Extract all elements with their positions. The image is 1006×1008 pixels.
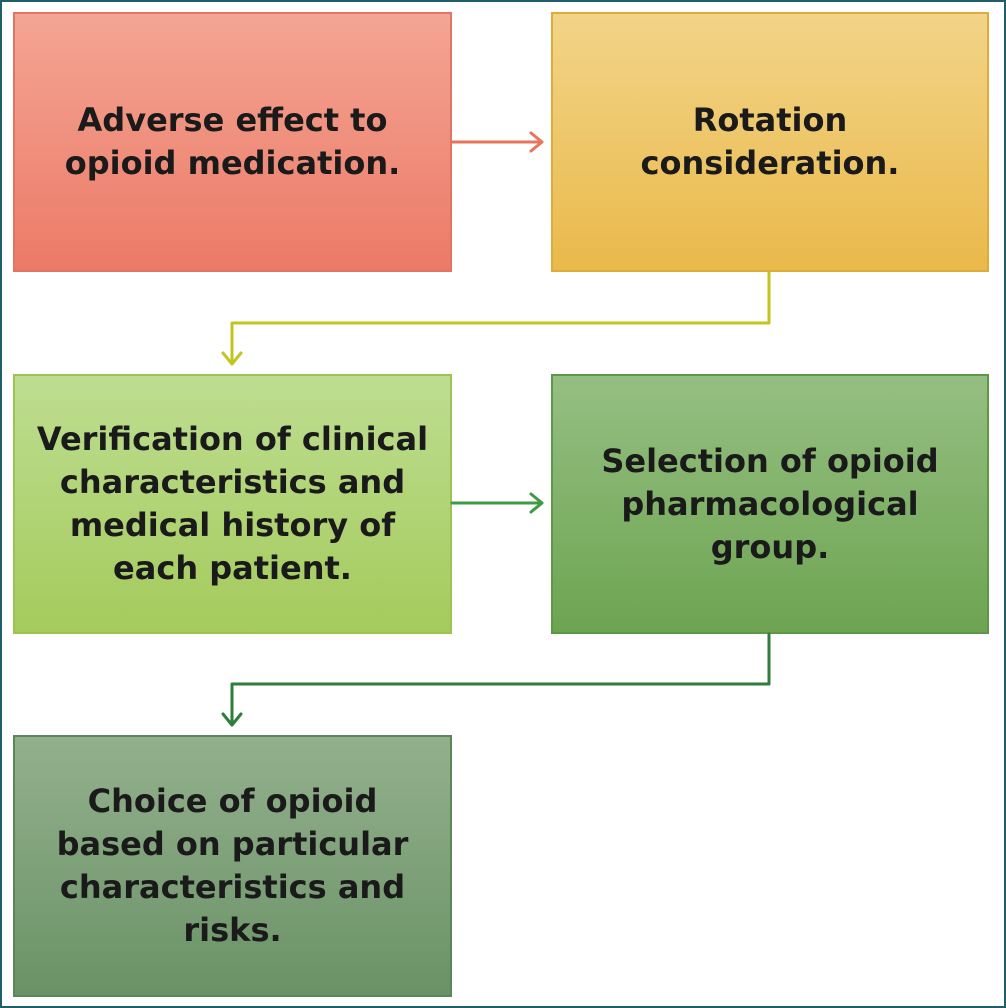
step-1-box: Adverse effect to opioid medication. [13, 12, 452, 272]
step-5-box: Choice of opioid based on particular cha… [13, 735, 452, 997]
step-5-text: Choice of opioid based on particular cha… [56, 782, 409, 949]
step-4-text: Selection of opioid pharmacological grou… [601, 441, 939, 566]
step-3-box: Verification of clinical characteristics… [13, 374, 452, 634]
step-3-text: Verification of clinical characteristics… [36, 420, 429, 587]
step-2-box: Rotation consideration. [551, 12, 989, 272]
step-4-box: Selection of opioid pharmacological grou… [551, 374, 989, 634]
step-2-text: Rotation consideration. [640, 101, 900, 182]
step-1-text: Adverse effect to opioid medication. [64, 101, 401, 182]
